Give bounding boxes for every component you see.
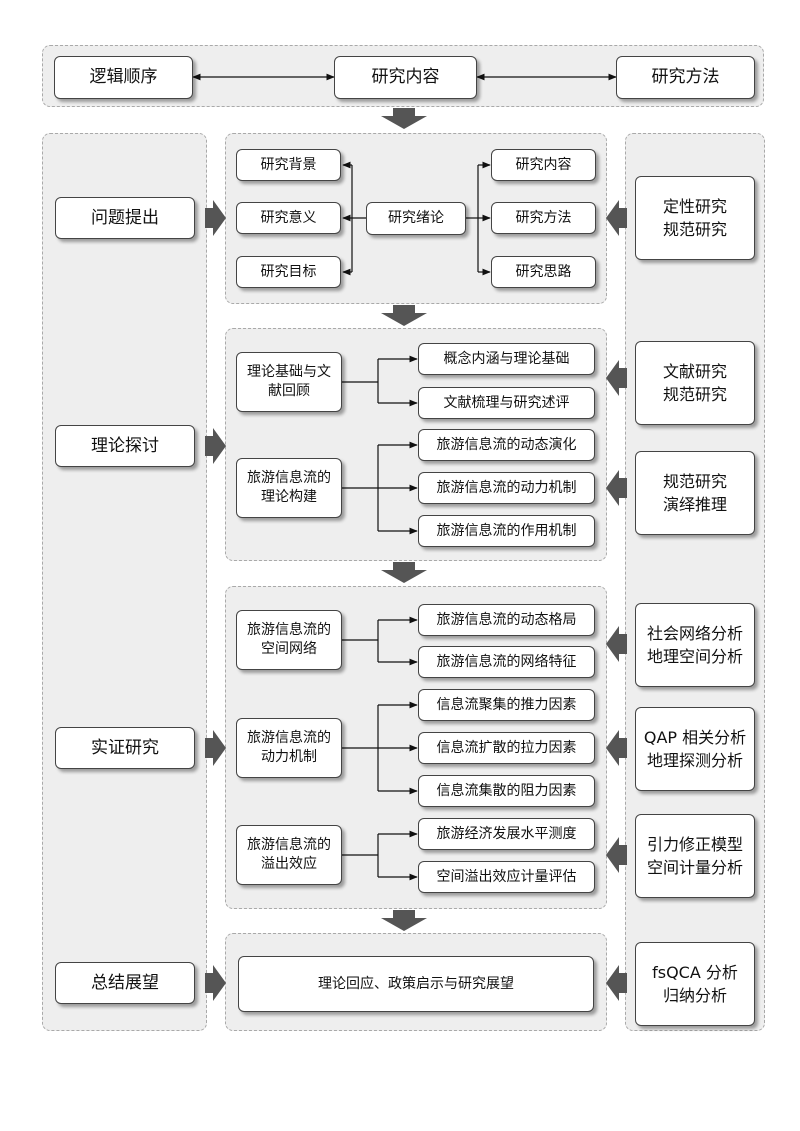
- header-method-box: 研究方法: [616, 56, 755, 99]
- sec4-summary-box: 理论回应、政策启示与研究展望: [238, 956, 594, 1012]
- method-box-2-line-1: 文献研究: [662, 361, 727, 381]
- stage-summary-box: 总结展望: [55, 962, 195, 1004]
- sec3-group1-item-1: 旅游信息流的动态格局: [418, 604, 595, 636]
- stage-problem-box: 问题提出: [55, 197, 195, 239]
- method-box-4-line-2: 地理空间分析: [646, 647, 743, 666]
- sec3-group3-item-2: 空间溢出效应计量评估: [418, 861, 595, 893]
- sec1-right-box-3: 研究思路: [491, 256, 596, 288]
- sec2-group2-item-2: 旅游信息流的动力机制: [418, 472, 595, 504]
- header-logic-box: 逻辑顺序: [54, 56, 193, 99]
- sec1-right-box-1: 研究内容: [491, 149, 596, 181]
- method-box-1-line-2: 规范研究: [662, 220, 727, 239]
- sec3-group2-item-3: 信息流集散的阻力因素: [418, 775, 595, 807]
- sec2-group1-item-2: 文献梳理与研究述评: [418, 387, 595, 419]
- method-box-2: 文献研究 规范研究: [635, 341, 755, 425]
- method-box-4-line-1: 社会网络分析: [646, 623, 743, 643]
- method-box-3-line-2: 演绎推理: [662, 495, 727, 514]
- sec3-group1-item-2: 旅游信息流的网络特征: [418, 646, 595, 678]
- sec1-left-box-1: 研究背景: [236, 149, 341, 181]
- method-box-2-line-2: 规范研究: [662, 385, 727, 404]
- header-content-box: 研究内容: [334, 56, 477, 99]
- sec3-group2-item-1: 信息流聚集的推力因素: [418, 689, 595, 721]
- sec3-group2-item-2: 信息流扩散的拉力因素: [418, 732, 595, 764]
- method-box-7: fsQCA 分析 归纳分析: [635, 942, 755, 1026]
- sec1-right-box-2: 研究方法: [491, 202, 596, 234]
- sec1-left-box-2: 研究意义: [236, 202, 341, 234]
- method-box-3: 规范研究 演绎推理: [635, 451, 755, 535]
- method-box-7-line-1: fsQCA 分析: [652, 962, 738, 982]
- method-box-3-line-1: 规范研究: [662, 471, 727, 491]
- sec2-group2-item-1: 旅游信息流的动态演化: [418, 429, 595, 461]
- method-box-4: 社会网络分析 地理空间分析: [635, 603, 755, 687]
- sec3-group3-label: 旅游信息流的溢出效应: [236, 825, 342, 885]
- method-box-5-line-1: QAP 相关分析: [643, 727, 747, 747]
- method-box-1: 定性研究 规范研究: [635, 176, 755, 260]
- logic-column-panel: [42, 133, 207, 1031]
- sec2-group1-label: 理论基础与文献回顾: [236, 352, 342, 412]
- stage-empirical-box: 实证研究: [55, 727, 195, 769]
- sec2-group1-item-1: 概念内涵与理论基础: [418, 343, 595, 375]
- method-box-6-line-1: 引力修正模型: [646, 834, 743, 854]
- method-box-7-line-2: 归纳分析: [662, 986, 727, 1005]
- stage-theory-box: 理论探讨: [55, 425, 195, 467]
- sec2-group2-item-3: 旅游信息流的作用机制: [418, 515, 595, 547]
- sec3-group1-label: 旅游信息流的空间网络: [236, 610, 342, 670]
- sec2-group2-label: 旅游信息流的理论构建: [236, 458, 342, 518]
- sec1-left-box-3: 研究目标: [236, 256, 341, 288]
- method-box-5: QAP 相关分析 地理探测分析: [635, 707, 755, 791]
- method-box-5-line-2: 地理探测分析: [646, 751, 743, 770]
- sec3-group3-item-1: 旅游经济发展水平测度: [418, 818, 595, 850]
- sec3-group2-label: 旅游信息流的动力机制: [236, 718, 342, 778]
- method-box-1-line-1: 定性研究: [662, 196, 727, 216]
- method-box-6-line-2: 空间计量分析: [646, 858, 743, 877]
- method-box-6: 引力修正模型 空间计量分析: [635, 814, 755, 898]
- sec1-center-box: 研究绪论: [366, 202, 466, 235]
